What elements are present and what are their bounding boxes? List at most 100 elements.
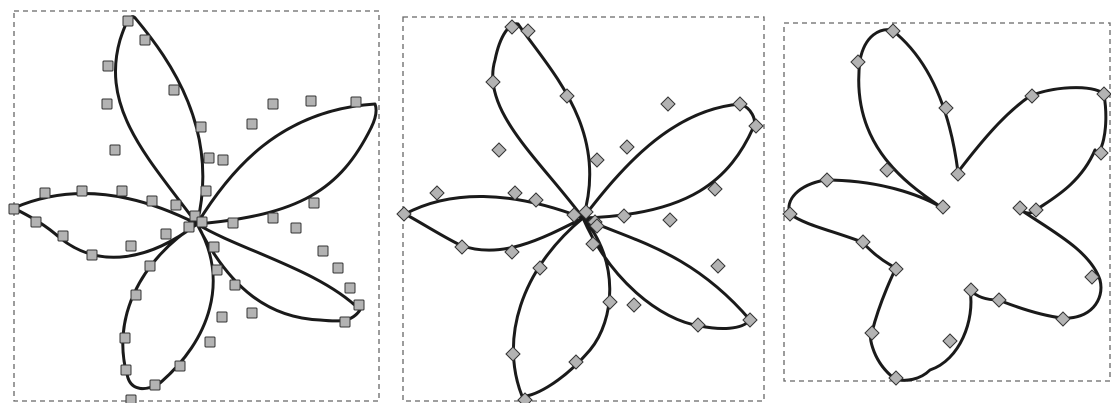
square-node-handle[interactable]: [149, 379, 161, 391]
diamond-node-handle[interactable]: [504, 244, 520, 260]
diamond-node-handle[interactable]: [888, 370, 904, 386]
diamond-node-handle[interactable]: [485, 74, 501, 90]
diamond-node-handle[interactable]: [885, 23, 901, 39]
diamond-node-handle[interactable]: [938, 100, 954, 116]
diamond-node-handle[interactable]: [879, 162, 895, 178]
diamond-node-handle[interactable]: [504, 19, 520, 35]
diamond-node-handle[interactable]: [578, 204, 594, 220]
diamond-node-handle[interactable]: [963, 282, 979, 298]
square-node-handle[interactable]: [305, 95, 317, 107]
diamond-node-handle[interactable]: [662, 212, 678, 228]
square-node-handle[interactable]: [317, 245, 329, 257]
diamond-node-handle[interactable]: [491, 142, 507, 158]
diamond-node-handle[interactable]: [864, 325, 880, 341]
diamond-node-handle[interactable]: [1012, 200, 1028, 216]
diamond-node-handle[interactable]: [819, 172, 835, 188]
square-node-handle[interactable]: [39, 187, 51, 199]
diamond-node-handle[interactable]: [748, 118, 764, 134]
diamond-node-handle[interactable]: [782, 206, 798, 222]
square-node-handle[interactable]: [146, 195, 158, 207]
square-node-handle[interactable]: [332, 262, 344, 274]
diamond-node-handle[interactable]: [710, 258, 726, 274]
diamond-node-handle[interactable]: [935, 199, 951, 215]
square-node-handle[interactable]: [120, 364, 132, 376]
square-node-handle[interactable]: [116, 185, 128, 197]
square-node-handle[interactable]: [76, 185, 88, 197]
diamond-node-handle[interactable]: [1024, 88, 1040, 104]
diamond-node-handle[interactable]: [1055, 311, 1071, 327]
diamond-node-handle[interactable]: [532, 260, 548, 276]
square-node-handle[interactable]: [344, 282, 356, 294]
square-node-handle[interactable]: [208, 241, 220, 253]
diamond-node-handle[interactable]: [559, 88, 575, 104]
merged-flower-outline-path[interactable]: [787, 28, 1108, 382]
diamond-node-handle[interactable]: [520, 23, 536, 39]
diamond-node-handle[interactable]: [707, 181, 723, 197]
square-node-handle[interactable]: [122, 15, 134, 27]
square-node-handle[interactable]: [102, 60, 114, 72]
diamond-node-handle[interactable]: [505, 346, 521, 362]
square-node-handle[interactable]: [101, 98, 113, 110]
square-node-handle[interactable]: [160, 228, 172, 240]
diamond-node-handle[interactable]: [660, 96, 676, 112]
square-node-handle[interactable]: [267, 98, 279, 110]
square-node-handle[interactable]: [130, 289, 142, 301]
diamond-node-handle[interactable]: [742, 312, 758, 328]
diamond-node-handle[interactable]: [619, 139, 635, 155]
diamond-node-handle[interactable]: [528, 192, 544, 208]
diamond-node-handle[interactable]: [616, 208, 632, 224]
square-node-handle[interactable]: [339, 316, 351, 328]
square-node-handle[interactable]: [204, 336, 216, 348]
square-node-handle[interactable]: [144, 260, 156, 272]
diamond-node-handle[interactable]: [568, 354, 584, 370]
square-node-handle[interactable]: [168, 84, 180, 96]
flower-outline-path[interactable]: [12, 15, 378, 391]
square-node-handle[interactable]: [174, 360, 186, 372]
square-node-handle[interactable]: [119, 332, 131, 344]
diamond-node-handle[interactable]: [1028, 202, 1044, 218]
diamond-node-handle[interactable]: [396, 206, 412, 222]
square-node-handle[interactable]: [246, 307, 258, 319]
square-node-handle[interactable]: [211, 264, 223, 276]
square-node-handle[interactable]: [125, 240, 137, 252]
diamond-node-handle[interactable]: [1084, 269, 1100, 285]
square-node-handle[interactable]: [183, 221, 195, 233]
square-node-handle[interactable]: [290, 222, 302, 234]
square-node-handle[interactable]: [227, 217, 239, 229]
diamond-node-handle[interactable]: [1096, 86, 1111, 102]
diamond-node-handle[interactable]: [732, 96, 748, 112]
diamond-node-handle[interactable]: [950, 166, 966, 182]
square-node-handle[interactable]: [217, 154, 229, 166]
square-node-handle[interactable]: [86, 249, 98, 261]
square-node-handle[interactable]: [195, 121, 207, 133]
square-node-handle[interactable]: [30, 216, 42, 228]
diamond-node-handle[interactable]: [888, 261, 904, 277]
diamond-node-handle[interactable]: [585, 236, 601, 252]
diamond-node-handle[interactable]: [507, 185, 523, 201]
square-node-handle[interactable]: [196, 216, 208, 228]
diamond-node-handle[interactable]: [517, 392, 533, 403]
square-node-handle[interactable]: [308, 197, 320, 209]
diamond-node-handle[interactable]: [942, 333, 958, 349]
square-node-handle[interactable]: [216, 311, 228, 323]
diamond-node-handle[interactable]: [690, 317, 706, 333]
square-node-handle[interactable]: [229, 279, 241, 291]
square-node-handle[interactable]: [8, 203, 20, 215]
diamond-node-handle[interactable]: [589, 218, 605, 234]
square-node-handle[interactable]: [170, 199, 182, 211]
square-node-handle[interactable]: [353, 299, 365, 311]
diamond-node-handle[interactable]: [429, 185, 445, 201]
square-node-handle[interactable]: [246, 118, 258, 130]
square-node-handle[interactable]: [350, 96, 362, 108]
flower-outline-path[interactable]: [403, 22, 756, 398]
square-node-handle[interactable]: [57, 230, 69, 242]
square-node-handle[interactable]: [109, 144, 121, 156]
square-node-handle[interactable]: [200, 185, 212, 197]
diamond-node-handle[interactable]: [991, 292, 1007, 308]
square-node-handle[interactable]: [267, 212, 279, 224]
diamond-node-handle[interactable]: [626, 297, 642, 313]
diamond-node-handle[interactable]: [850, 54, 866, 70]
square-node-handle[interactable]: [203, 152, 215, 164]
diamond-node-handle[interactable]: [566, 207, 582, 223]
diamond-node-handle[interactable]: [454, 239, 470, 255]
